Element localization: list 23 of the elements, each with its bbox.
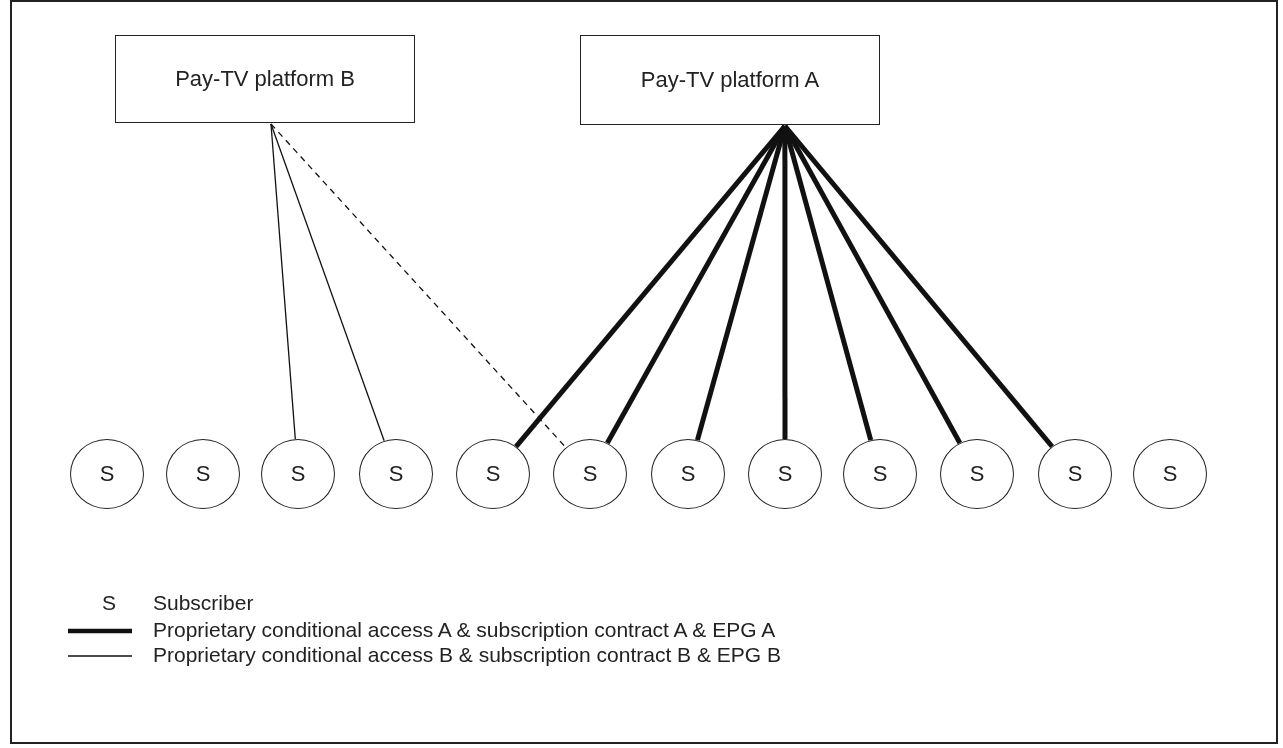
legend-text: Subscriber xyxy=(153,591,254,615)
platform-box xyxy=(580,35,880,125)
node-label: S xyxy=(99,461,115,487)
node-label: S xyxy=(872,461,888,487)
legend-symbol: S xyxy=(102,591,116,615)
connector-line xyxy=(270,123,567,449)
connector-line xyxy=(270,123,385,442)
node-label: S xyxy=(1162,461,1178,487)
node-label: S xyxy=(388,461,404,487)
platform-box xyxy=(115,35,415,123)
node-label: S xyxy=(582,461,598,487)
node-label: S xyxy=(195,461,211,487)
node-label: S xyxy=(485,461,501,487)
node-label: Pay-TV platform A xyxy=(640,67,820,93)
node-label: S xyxy=(969,461,985,487)
legend-text: Proprietary conditional access A & subscription contract A & EPG A xyxy=(153,618,776,642)
node-label: S xyxy=(290,461,306,487)
connector-line xyxy=(270,123,296,440)
node-label: S xyxy=(680,461,696,487)
node-label: S xyxy=(777,461,793,487)
node-label: Pay-TV platform B xyxy=(175,66,355,92)
node-label: S xyxy=(1067,461,1083,487)
legend-text: Proprietary conditional access B & subscription contract B & EPG B xyxy=(153,643,781,667)
